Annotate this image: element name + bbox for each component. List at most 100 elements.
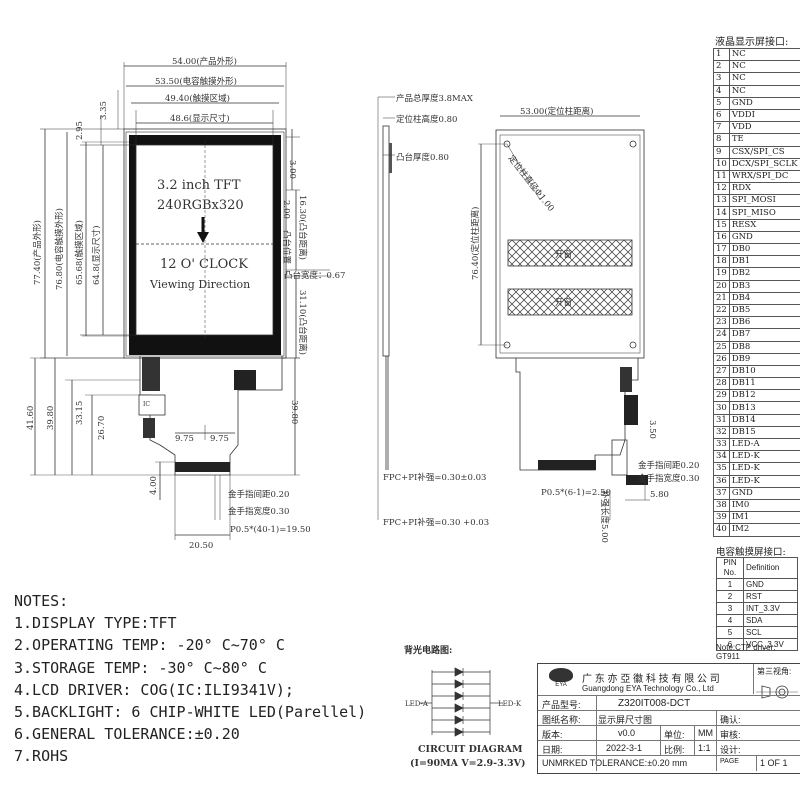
dim-580: 5.80 (650, 490, 669, 500)
ctp-connector (234, 370, 256, 390)
post-height: 定位柱高度0.80 (396, 114, 457, 125)
lcd-pin-name: VDD (728, 121, 800, 135)
lcd-pin-name: DB9 (728, 352, 800, 366)
lcd-pin-number: 30 (713, 401, 730, 415)
lcd-pin-number: 24 (713, 328, 730, 342)
front-outline (123, 128, 287, 359)
lcd-pin-name: LED-K (728, 462, 800, 476)
fpc-flex (139, 356, 283, 476)
lcd-pin-number: 21 (713, 291, 730, 305)
note-item: 6.GENERAL TOLERANCE:±0.20 (14, 725, 240, 744)
lcd-pin-name: DB1 (728, 255, 800, 269)
dim-975b: 9.75 (210, 434, 229, 444)
ctp-pin-number: 5 (716, 626, 744, 639)
label-version: 版本: (542, 730, 563, 740)
ctp-pin-name: SDA (743, 614, 798, 627)
label-review: 审核: (720, 730, 741, 740)
lcd-pin-name: DB0 (728, 242, 800, 257)
lcd-pin-name: DB5 (728, 303, 800, 318)
lcd-pin-number: 19 (713, 267, 730, 281)
open-window-label-1: 开窗 (555, 249, 572, 260)
side-view (377, 96, 395, 520)
open-window-2 (507, 288, 633, 316)
lcd-pin-name: GND (728, 486, 800, 500)
dim-height-outline: 77.40(产品外形) (32, 220, 43, 285)
lcd-pin-name: DB8 (728, 340, 800, 354)
lcd-pin-number: 1 (713, 47, 730, 62)
dim-finger-width-back: 金手指宽度0.30 (638, 473, 699, 484)
total-thickness: 产品总厚度3.8MAX (396, 93, 474, 104)
lcd-pin-number: 27 (713, 364, 730, 379)
note-item: 5.BACKLIGHT: 6 CHIP-WHITE LED(Parellel) (14, 703, 367, 722)
version-value: v0.0 (618, 728, 636, 738)
lcd-pin-name: IM0 (728, 498, 800, 513)
lcd-pin-number: 11 (713, 169, 730, 184)
lcd-pin-name: NC (728, 72, 800, 86)
ic-chip (138, 394, 166, 416)
fpc-stiff-2: FPC+PI补强=0.30 +0.03 (383, 517, 489, 528)
lcd-pin-number: 34 (713, 450, 730, 464)
lcd-pin-number: 2 (713, 60, 730, 74)
dim-post-diameter: 定位柱直径Φ1.00 (506, 153, 557, 214)
company-cn: 广 东 亦 亞 徽 科 技 有 限 公 司 (582, 674, 720, 685)
lcd-pin-number: 25 (713, 340, 730, 354)
dim-350: 3.50 (647, 420, 657, 439)
dim-width-touch-area: 49.40(触摸区域) (165, 93, 230, 104)
dim-right-1630: 16.30(凸台距离) (297, 195, 308, 260)
bump-thickness: 凸台厚度0.80 (396, 152, 449, 163)
lcd-pin-number: 10 (713, 157, 730, 171)
lcd-pin-number: 23 (713, 316, 730, 330)
title-block: EYA 广 东 亦 亞 徽 科 技 有 限 公 司 Guangdong EYA … (537, 663, 800, 774)
lcd-pin-number: 17 (713, 242, 730, 257)
dim-right-3110: 31.10(凸台距离) (297, 290, 308, 355)
dim-width-outline: 54.00(产品外形) (172, 56, 237, 67)
label-sheet: PAGE (720, 758, 739, 765)
lcd-pin-name: CSX/SPI_CS (728, 145, 800, 159)
panel-line4: Viewing Direction (149, 278, 250, 291)
dim-pitch-back: P0.5*(6-1)=2.50 (541, 487, 611, 498)
ctp-header-def: Definition (743, 557, 798, 579)
front-view-text: 54.00(产品外形) 53.50(电容触摸外形) 49.40(触摸区域) 48… (26, 56, 345, 551)
lcd-pin-number: 3 (713, 72, 730, 86)
lcd-pin-name: DB2 (728, 267, 800, 281)
model-value: Z320IT008-DCT (618, 698, 691, 709)
dim-post-height: 76.40(定位柱距离) (470, 207, 481, 280)
lcd-pin-number: 4 (713, 84, 730, 98)
lcd-pin-name: VDDI (728, 108, 800, 123)
lcd-pin-number: 28 (713, 377, 730, 391)
lcd-pin-name: NC (728, 47, 800, 62)
lcd-pin-name: GND (728, 230, 800, 245)
lcd-pin-name: DB3 (728, 279, 800, 293)
lcd-pin-number: 20 (713, 279, 730, 293)
lcd-pin-name: DCX/SPI_SCLK (728, 157, 800, 171)
panel-line1: 3.2 inch TFT (157, 178, 241, 193)
lcd-pin-name: SPI_MOSI (728, 194, 800, 208)
gold-fingers (175, 462, 230, 472)
label-unit: 单位: (664, 730, 685, 740)
dim-height-display: 64.8(显示尺寸) (91, 225, 102, 285)
lcd-pin-name: LED-K (728, 450, 800, 464)
note-item: 2.OPERATING TEMP: -20° C~70° C (14, 636, 285, 655)
label-drawing: 图纸名称: (542, 715, 581, 725)
lcd-pin-name: NC (728, 84, 800, 98)
dim-height-touch-area: 65.68(触摸区域) (74, 220, 85, 285)
